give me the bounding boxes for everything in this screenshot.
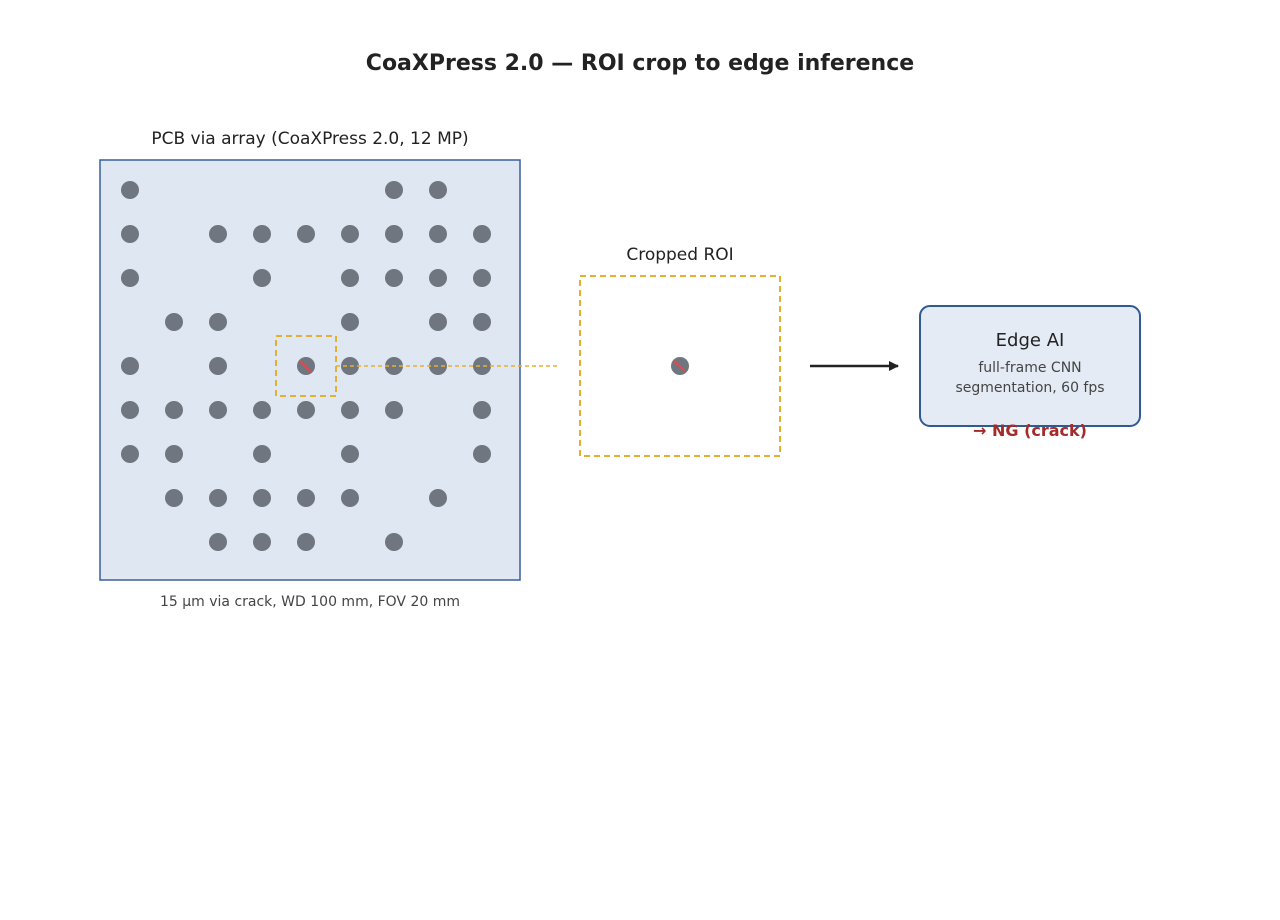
- via: [121, 225, 139, 243]
- via: [473, 357, 491, 375]
- via: [473, 445, 491, 463]
- via: [429, 269, 447, 287]
- via: [253, 401, 271, 419]
- via: [165, 401, 183, 419]
- via: [473, 401, 491, 419]
- via: [253, 533, 271, 551]
- via: [209, 313, 227, 331]
- via: [297, 401, 315, 419]
- via: [253, 489, 271, 507]
- via: [297, 225, 315, 243]
- via: [253, 445, 271, 463]
- via: [429, 225, 447, 243]
- via: [297, 489, 315, 507]
- via: [473, 225, 491, 243]
- via: [385, 225, 403, 243]
- edge-ai-line2: segmentation, 60 fps: [955, 380, 1104, 396]
- via: [297, 533, 315, 551]
- via: [121, 181, 139, 199]
- pcb-caption: 15 µm via crack, WD 100 mm, FOV 20 mm: [160, 594, 460, 610]
- via: [473, 269, 491, 287]
- via: [341, 269, 359, 287]
- via: [341, 225, 359, 243]
- via: [429, 489, 447, 507]
- roi-crack-mark: [673, 360, 687, 373]
- via: [341, 313, 359, 331]
- crack-mark: [299, 360, 312, 373]
- via: [209, 401, 227, 419]
- via: [253, 225, 271, 243]
- via-array: [121, 181, 491, 551]
- via: [209, 489, 227, 507]
- via: [385, 401, 403, 419]
- via: [209, 357, 227, 375]
- via: [121, 357, 139, 375]
- via: [253, 269, 271, 287]
- via: [209, 533, 227, 551]
- via: [385, 533, 403, 551]
- via: [165, 445, 183, 463]
- edge-ai-title: Edge AI: [996, 330, 1065, 351]
- via: [473, 313, 491, 331]
- via: [429, 181, 447, 199]
- via: [341, 489, 359, 507]
- via: [341, 445, 359, 463]
- via: [121, 445, 139, 463]
- via: [209, 225, 227, 243]
- edge-ai-line1: full-frame CNN: [978, 360, 1081, 376]
- via: [341, 401, 359, 419]
- via: [121, 269, 139, 287]
- via: [429, 313, 447, 331]
- inference-result: → NG (crack): [973, 421, 1087, 440]
- diagram-title: CoaXPress 2.0 — ROI crop to edge inferen…: [366, 51, 914, 76]
- pcb-label: PCB via array (CoaXPress 2.0, 12 MP): [151, 129, 468, 149]
- edge-ai-box: [919, 305, 1141, 427]
- via: [165, 313, 183, 331]
- roi-label: Cropped ROI: [626, 245, 733, 265]
- via: [385, 181, 403, 199]
- via: [165, 489, 183, 507]
- via: [385, 269, 403, 287]
- via: [121, 401, 139, 419]
